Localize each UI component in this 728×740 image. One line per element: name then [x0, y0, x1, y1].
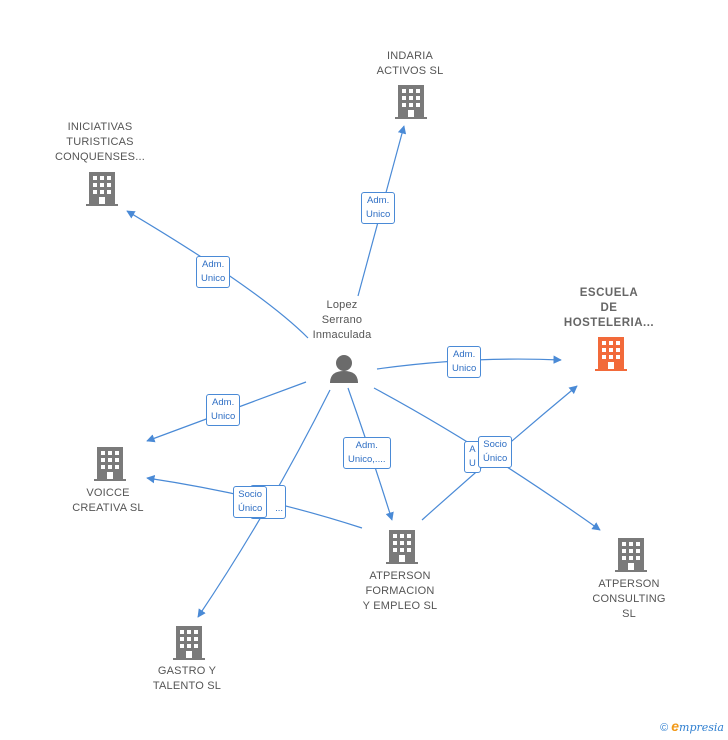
edge-label-adm-unico-escuela: Adm. Unico	[447, 346, 482, 378]
company-atperson-formacion[interactable]: ATPERSON FORMACION Y EMPLEO SL	[362, 570, 438, 612]
company-indaria-activos[interactable]: INDARIA ACTIVOS SL	[376, 50, 444, 77]
building-icon-gastro	[173, 626, 205, 660]
building-icon-iniciativas	[86, 172, 118, 206]
company-voicce-creativa[interactable]: VOICCE CREATIVA SL	[72, 487, 144, 514]
edge-label-socio-unico-voicce: Socio Único	[233, 486, 268, 518]
person-name: Lopez Serrano Inmaculada	[312, 299, 372, 341]
empresia-brand[interactable]: ©empresia	[660, 718, 724, 734]
copyright-symbol: ©	[660, 722, 669, 734]
building-icon-indaria	[395, 85, 427, 119]
edge-label-adm-unico-more-formacion: Adm. Unico,....	[343, 437, 391, 469]
company-escuela-hosteleria[interactable]: ESCUELA DE HOSTELERIA...	[563, 287, 655, 329]
edge-person-iniciativas	[126, 210, 309, 339]
edge-label-adm-unico-indaria: Adm. Unico	[361, 192, 396, 224]
company-gastro-talento[interactable]: GASTRO Y TALENTO SL	[152, 665, 222, 692]
building-icon-atperson-consulting	[615, 538, 647, 572]
company-atperson-consulting[interactable]: ATPERSON CONSULTING SL	[592, 578, 666, 620]
building-icon-escuela	[595, 337, 627, 371]
company-iniciativas-turisticas[interactable]: INICIATIVAS TURISTICAS CONQUENSES...	[54, 121, 145, 163]
building-icon-voicce	[94, 447, 126, 481]
edge-label-socio-unico-escuela: Socio Único	[478, 436, 513, 468]
empresia-logo-text: mpresia	[679, 721, 724, 734]
edge-label-adm-unico-voicce: Adm. Unico	[206, 394, 241, 426]
person-icon	[330, 355, 358, 383]
building-icon-atperson-formacion	[386, 530, 418, 564]
empresia-logo-e: e	[671, 718, 680, 734]
edge-label-adm-unico-iniciativas: Adm. Unico	[196, 256, 231, 288]
